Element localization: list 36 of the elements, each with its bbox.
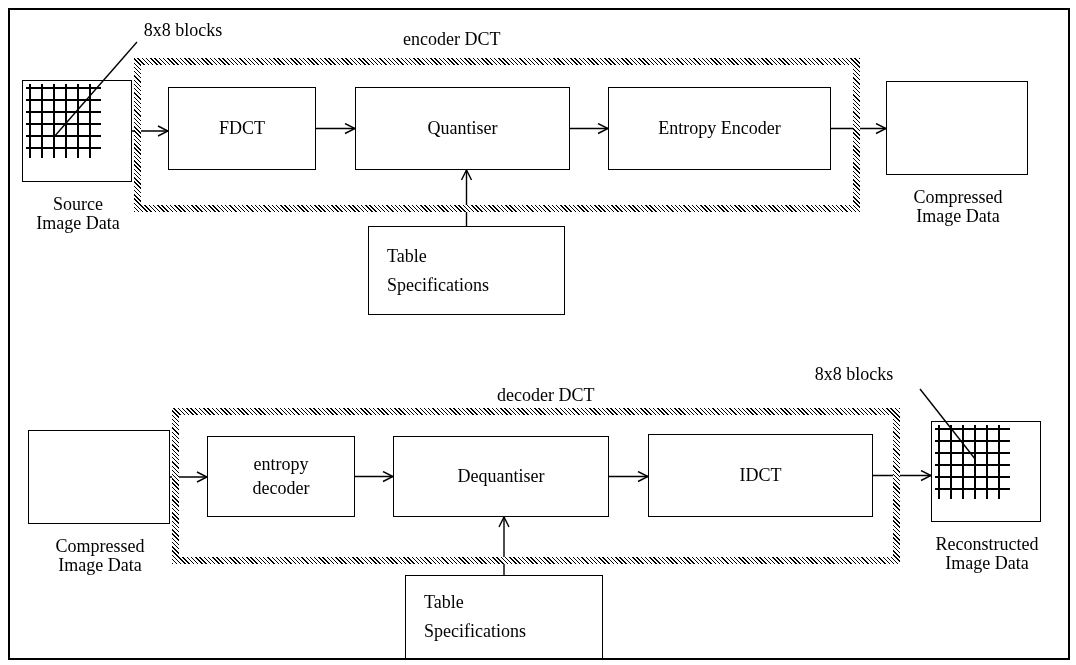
box-label: Dequantiser xyxy=(457,464,545,488)
arrow xyxy=(498,516,510,576)
arrow xyxy=(830,122,887,135)
arrow xyxy=(354,470,394,483)
arrow xyxy=(169,471,208,483)
box-label: Table Specifications xyxy=(424,591,527,643)
group-title: decoder DCT xyxy=(497,385,595,406)
box-label: Quantiser xyxy=(427,116,498,140)
arrow xyxy=(131,125,169,137)
callout-label: 8x8 blocks xyxy=(796,364,912,390)
process-box xyxy=(608,87,831,170)
image-caption: Compressed Image Data xyxy=(912,188,1004,226)
process-box xyxy=(405,575,603,659)
process-box xyxy=(207,436,355,517)
box-label: FDCT xyxy=(219,116,265,140)
box-label: entropy decoder xyxy=(251,453,311,500)
callout-label: 8x8 blocks xyxy=(128,20,238,46)
block-grid-drawing xyxy=(935,425,1010,499)
image-caption: Source Image Data xyxy=(35,195,121,233)
box-label: Table Specifications xyxy=(387,244,490,297)
block-grid-drawing xyxy=(26,84,101,158)
process-box xyxy=(168,87,316,170)
process-box xyxy=(393,436,609,517)
process-box xyxy=(368,226,565,315)
arrow xyxy=(608,470,649,483)
box-label: Entropy Encoder xyxy=(658,116,781,140)
arrow xyxy=(872,469,932,482)
process-box xyxy=(355,87,570,170)
group-title: encoder DCT xyxy=(403,29,501,50)
box-label: IDCT xyxy=(739,463,782,487)
arrow xyxy=(569,122,609,135)
image-caption: Reconstructed Image Data xyxy=(934,535,1040,573)
arrow xyxy=(460,169,473,227)
process-box xyxy=(648,434,873,517)
image-caption: Compressed Image Data xyxy=(54,537,146,575)
arrow xyxy=(315,122,356,135)
